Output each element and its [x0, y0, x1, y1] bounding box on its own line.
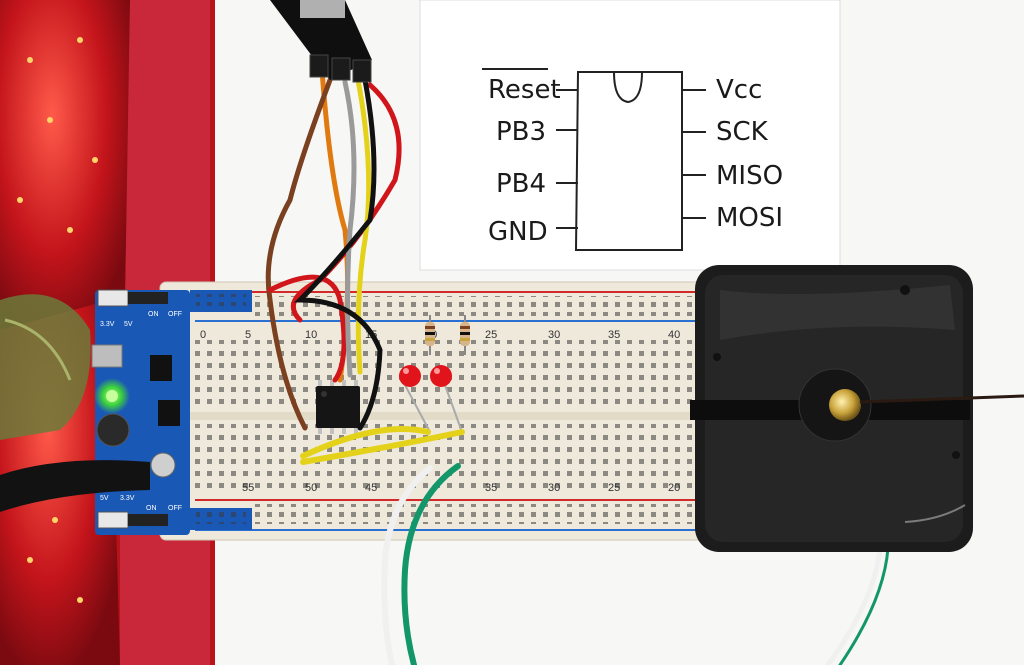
attiny-chip: [316, 380, 360, 434]
pin-label-reset: Reset: [488, 75, 561, 105]
silk-label: ON: [148, 311, 159, 318]
silk-label: 3.3V: [100, 321, 115, 328]
chip-pinout-sketch: Reset PB3 PB4 GND Vcc SCK MISO MOSI: [482, 68, 783, 251]
column-number: 50: [305, 482, 317, 494]
column-number: 35: [485, 482, 497, 494]
resistor: [460, 315, 470, 355]
column-number: 10: [305, 329, 317, 341]
breadboard: 0 5 10 15 20 25 30 35 40 55 50 45 35 30 …: [159, 281, 721, 541]
column-number: 0: [200, 329, 206, 341]
silk-label: 3.3V: [120, 495, 135, 502]
silk-label: OFF: [168, 505, 182, 512]
column-number: 35: [608, 329, 620, 341]
column-number: 55: [242, 482, 254, 494]
capacitor: [96, 413, 130, 447]
pin-label-mosi: MOSI: [716, 203, 783, 233]
column-number: 30: [548, 329, 560, 341]
red-led: [430, 365, 463, 433]
column-number: 40: [668, 329, 680, 341]
dc-power-cable: [0, 460, 150, 512]
column-number: 5: [245, 329, 251, 341]
red-led: [399, 365, 431, 433]
pin-label-pb4: PB4: [496, 169, 546, 199]
clock-movement: [690, 265, 1024, 552]
pin-label-gnd: GND: [488, 217, 548, 247]
column-number: 30: [548, 482, 560, 494]
isp-connector: [270, 0, 372, 83]
clock-hand: [859, 394, 1024, 404]
pin-label-pb3: PB3: [496, 117, 546, 147]
column-number: 25: [485, 329, 497, 341]
pin-label-miso: MISO: [716, 161, 783, 191]
clock-shaft: [829, 389, 861, 421]
power-switch-bottom[interactable]: [97, 511, 129, 529]
resistor: [425, 315, 435, 355]
schematic-sheet: [419, 0, 841, 271]
jumper-wires: [265, 67, 890, 665]
silk-label: 5V: [124, 321, 133, 328]
usb-connector: [91, 344, 123, 368]
pin-label-sck: SCK: [716, 117, 769, 147]
silk-label: OFF: [168, 311, 182, 318]
pin-label-vcc: Vcc: [716, 75, 762, 105]
silk-label: ON: [146, 505, 157, 512]
power-switch-top[interactable]: [97, 289, 129, 307]
column-number: 20: [668, 482, 680, 494]
column-number: 25: [608, 482, 620, 494]
silk-label: 5V: [100, 495, 109, 502]
column-number: 45: [365, 482, 377, 494]
